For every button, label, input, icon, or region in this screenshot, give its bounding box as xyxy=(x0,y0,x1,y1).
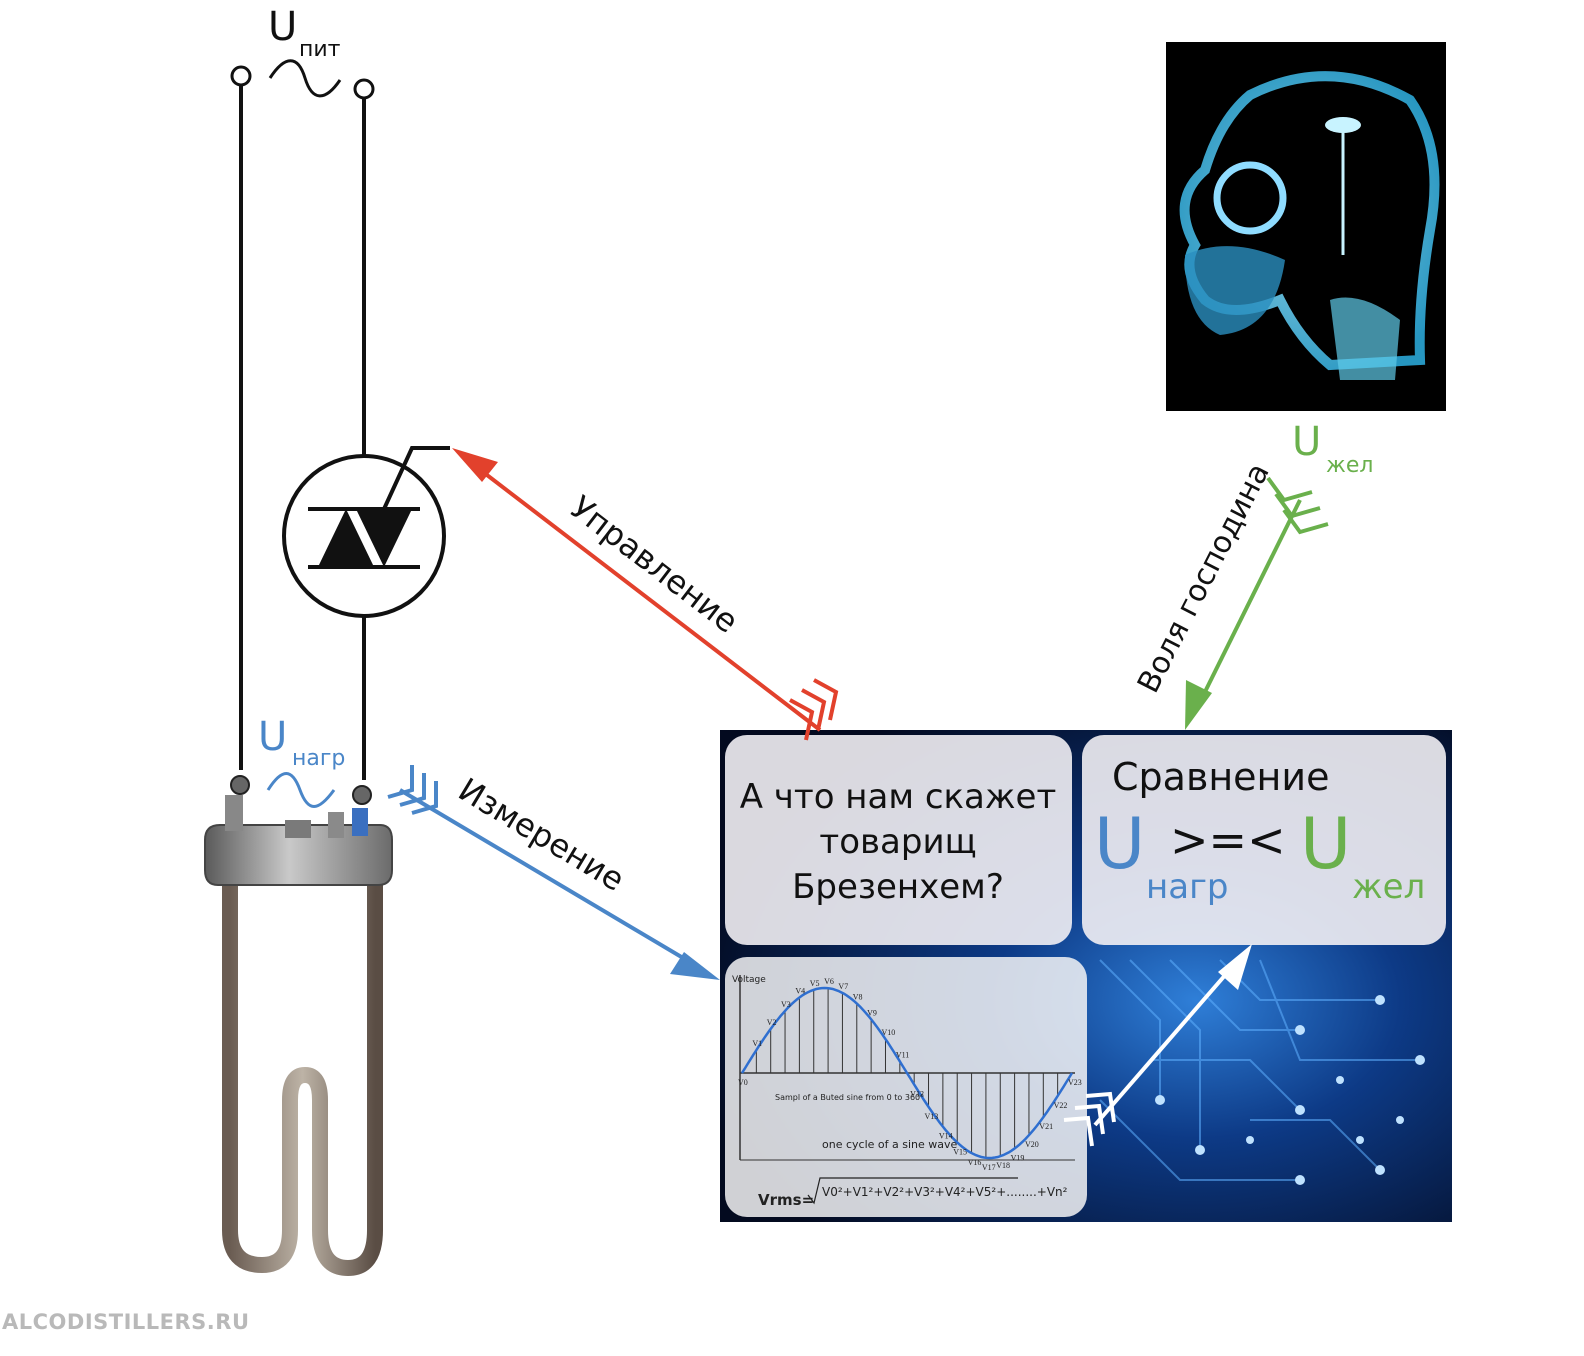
sine-point-label: V20 xyxy=(1025,1140,1039,1149)
question-line-1: А что нам скажет xyxy=(740,777,1057,817)
rms-label: Vrms= xyxy=(758,1191,814,1209)
sine-curve xyxy=(740,986,1074,1160)
sine-sample-label: Sampl of a Buted sine from 0 to 360° xyxy=(775,1093,924,1102)
compare-title: Сравнение xyxy=(1112,755,1329,799)
sine-axis-label: Voltage xyxy=(732,975,766,985)
watermark: ALCODISTILLERS.RU xyxy=(2,1310,250,1334)
will-arrow xyxy=(1185,476,1329,730)
sine-point-label: V21 xyxy=(1039,1122,1053,1131)
heating-element-image xyxy=(204,775,393,1277)
compare-u-right-sub: жел xyxy=(1352,867,1425,907)
will-label: Воля господина xyxy=(1131,458,1277,699)
u-desired-main: U xyxy=(1292,419,1321,465)
sine-point-label: V10 xyxy=(881,1028,895,1037)
ac-source-wave xyxy=(268,59,342,98)
supply-wires xyxy=(230,59,375,780)
sine-point-label: V15 xyxy=(953,1147,967,1156)
compare-u-right: U xyxy=(1300,803,1351,885)
sine-point-label: V16 xyxy=(968,1158,982,1167)
sine-point-label: V11 xyxy=(896,1050,909,1059)
rms-formula: V0²+V1²+V2²+V3²+V4²+V5²+........+Vn² xyxy=(822,1185,1068,1199)
xray-head-image xyxy=(1166,42,1446,411)
compare-u-left: U xyxy=(1094,803,1145,885)
supply-terminal-right xyxy=(353,78,375,100)
sine-point-label: V3 xyxy=(781,1000,791,1009)
sine-point-label: V14 xyxy=(939,1132,953,1141)
question-line-3: Брезенхем? xyxy=(792,867,1004,907)
sine-point-label: V5 xyxy=(810,979,820,988)
u-load-main: U xyxy=(258,714,287,760)
compare-panel xyxy=(1082,735,1446,945)
control-arrow xyxy=(452,448,839,741)
sine-point-label: V6 xyxy=(824,977,834,986)
sine-cycle-label: one cycle of a sine wave xyxy=(822,1138,957,1151)
compare-arrow xyxy=(1063,944,1252,1147)
u-load-sub: нагр xyxy=(292,746,345,771)
measure-arrow xyxy=(387,765,720,980)
sine-point-label: V12 xyxy=(910,1090,924,1099)
load-ac-wave xyxy=(266,772,336,808)
sine-point-label: V23 xyxy=(1068,1078,1082,1087)
supply-terminal-left xyxy=(230,65,252,87)
sine-point-label: V13 xyxy=(925,1112,939,1121)
sine-point-label: V4 xyxy=(795,987,805,996)
compare-operator: >=< xyxy=(1170,813,1286,867)
sine-point-label: V2 xyxy=(767,1018,777,1027)
triac-symbol xyxy=(282,446,450,618)
u-supply-main: U xyxy=(268,4,297,50)
sine-point-label: V22 xyxy=(1054,1101,1068,1110)
u-supply-sub: пит xyxy=(299,37,341,62)
sine-point-label: V8 xyxy=(853,993,863,1002)
question-panel xyxy=(725,735,1072,945)
sine-point-label: V7 xyxy=(838,982,848,991)
sine-point-label: V9 xyxy=(867,1008,877,1017)
control-label: Управление xyxy=(563,488,745,640)
sine-point-label: V19 xyxy=(1011,1153,1025,1162)
sine-point-label: V1 xyxy=(752,1039,762,1048)
sine-point-label: V0 xyxy=(738,1078,748,1087)
sine-point-label: V17 xyxy=(982,1163,996,1172)
sine-point-label: V18 xyxy=(996,1161,1010,1170)
question-line-2: товарищ xyxy=(819,822,976,862)
u-desired-sub: жел xyxy=(1326,453,1373,478)
compare-u-left-sub: нагр xyxy=(1146,867,1229,907)
